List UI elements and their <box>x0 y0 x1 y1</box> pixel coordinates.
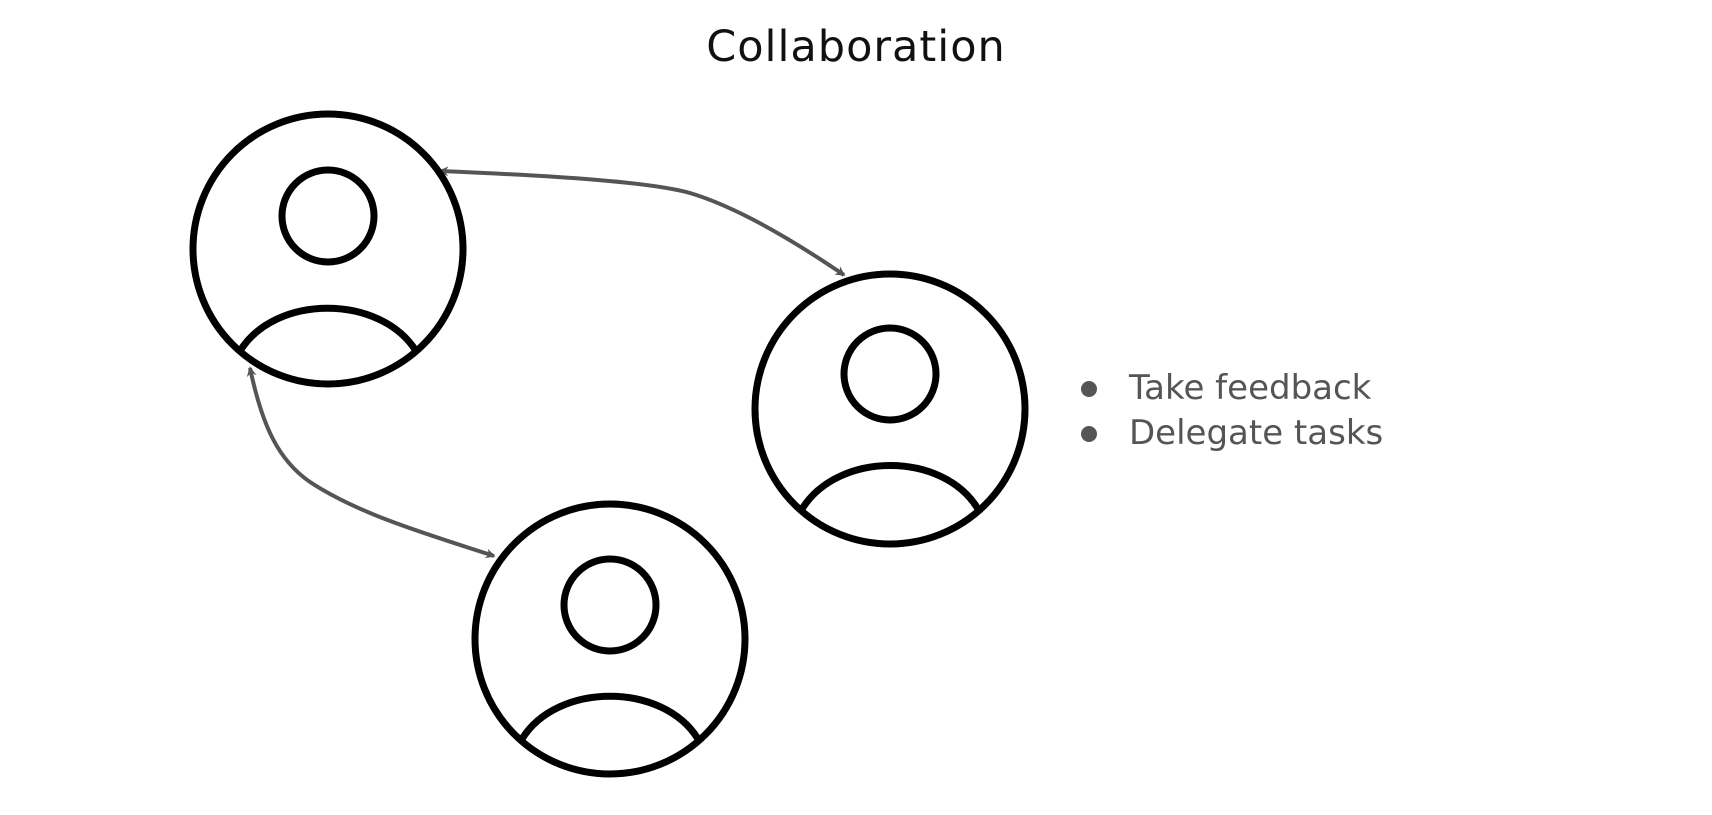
bullet-text: Delegate tasks <box>1129 413 1384 453</box>
connector-arrow-person1-person2 <box>438 166 846 277</box>
list-item: Take feedback <box>1081 366 1383 411</box>
connector-arrow-person1-person3 <box>246 366 496 559</box>
person-icon <box>751 270 1029 548</box>
bullet-list: Take feedback Delegate tasks <box>1081 366 1383 456</box>
bullet-text: Take feedback <box>1129 368 1372 408</box>
bullet-dot-icon <box>1081 381 1097 397</box>
person-icon <box>189 110 467 388</box>
bullet-dot-icon <box>1081 426 1097 442</box>
list-item: Delegate tasks <box>1081 411 1383 456</box>
person-icon <box>471 500 749 778</box>
page-title: Collaboration <box>706 22 1006 72</box>
